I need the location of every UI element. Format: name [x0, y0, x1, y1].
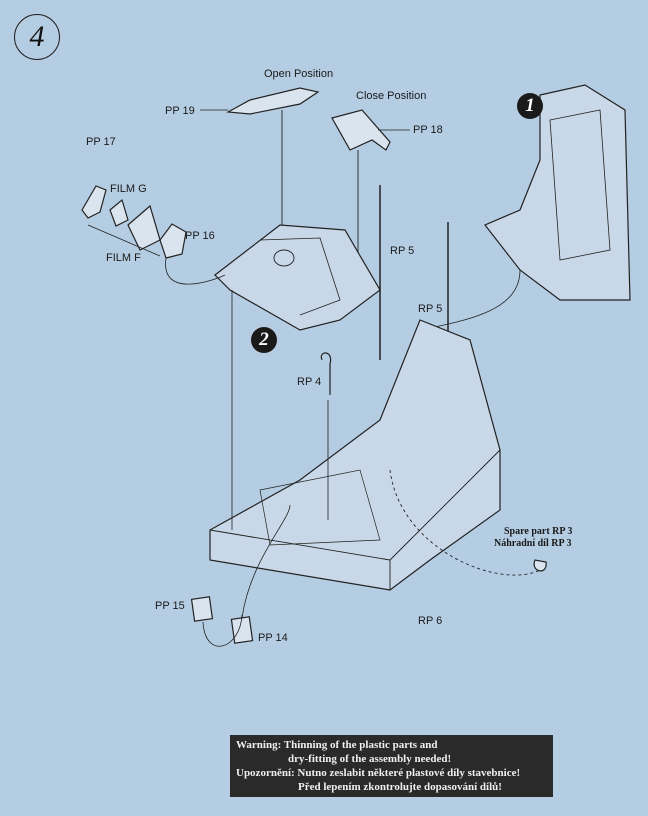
label-close-position: Close Position	[356, 90, 427, 102]
part-pp17	[81, 185, 107, 219]
warning-box: Warning: Thinning of the plastic parts a…	[230, 735, 553, 797]
warning-line-4: Před lepením zkontrolujte dopasování díl…	[298, 781, 502, 793]
label-spare-cz: Náhradní díl RP 3	[494, 538, 572, 549]
label-pp15: PP 15	[155, 600, 185, 612]
label-spare-en: Spare part RP 3	[504, 526, 573, 537]
cockpit-tub-rp6	[209, 319, 501, 591]
callout-2: 2	[251, 327, 277, 353]
part-pp15	[190, 596, 214, 622]
film-g	[109, 198, 129, 227]
step-number-text: 4	[29, 20, 45, 53]
callout-2-text: 2	[259, 329, 269, 350]
film-f	[127, 204, 161, 251]
part-pp18	[331, 109, 391, 151]
label-rp4: RP 4	[297, 376, 322, 388]
label-pp17: PP 17	[86, 136, 116, 148]
step-number: 4	[14, 14, 60, 60]
label-pp14: PP 14	[258, 632, 288, 644]
warning-line-2: dry-fitting of the assembly needed!	[288, 753, 452, 765]
label-rp5-b: RP 5	[418, 303, 443, 315]
part-rp4	[320, 352, 332, 395]
ejection-seat	[484, 84, 631, 301]
callout-1-text: 1	[525, 95, 535, 116]
label-film-f: FILM F	[106, 252, 141, 264]
label-pp16: PP 16	[185, 230, 215, 242]
warning-line-3: Upozornění: Nutno zeslabit některé plast…	[236, 767, 521, 779]
part-pp14	[230, 616, 254, 644]
part-pp19	[225, 87, 320, 115]
part-rp3-spare	[533, 559, 547, 572]
label-rp6: RP 6	[418, 615, 443, 627]
label-pp18: PP 18	[413, 124, 443, 136]
label-film-g: FILM G	[110, 183, 147, 195]
label-open-position: Open Position	[264, 68, 334, 80]
part-2-panel	[214, 224, 381, 331]
label-rp5-a: RP 5	[390, 245, 415, 257]
label-pp19: PP 19	[165, 105, 195, 117]
part-pp16	[159, 223, 187, 259]
warning-line-1: Warning: Thinning of the plastic parts a…	[236, 739, 438, 751]
callout-1: 1	[517, 93, 543, 119]
